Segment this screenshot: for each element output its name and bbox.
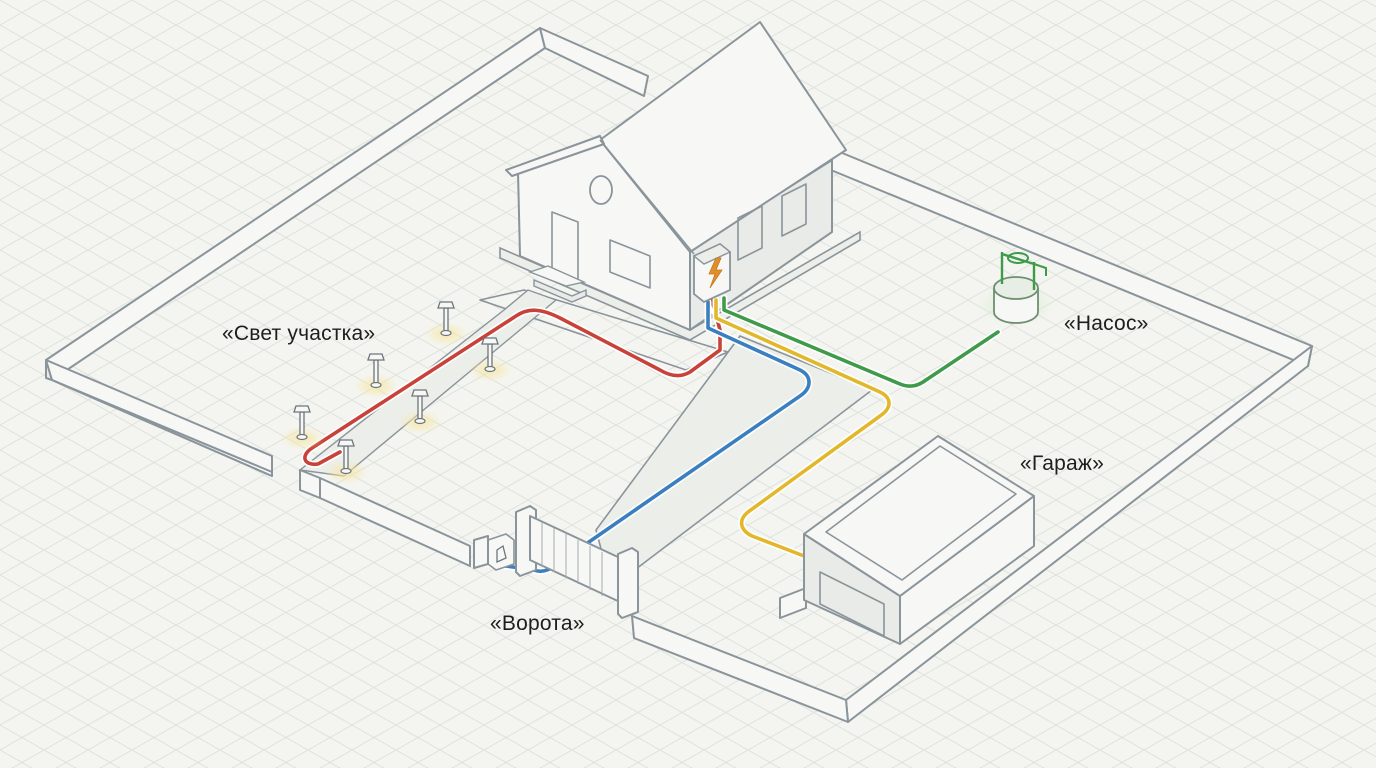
cable-garage xyxy=(714,298,891,558)
fence-left-front xyxy=(45,359,471,567)
label-pump: «Насос» xyxy=(1064,312,1149,335)
label-gate: «Ворота» xyxy=(490,612,585,635)
lightning-bolt-icon xyxy=(708,257,723,289)
fence-right-front xyxy=(631,345,1313,723)
gate xyxy=(473,505,639,619)
label-lighting: «Свет участка» xyxy=(222,322,376,345)
garden-lamp-icon xyxy=(280,405,324,450)
cable-pump xyxy=(722,296,1000,388)
label-garage: «Гараж» xyxy=(1020,452,1105,475)
garage xyxy=(803,435,1035,645)
garden-lamp-icon xyxy=(468,337,512,382)
water-well-icon xyxy=(976,252,1056,326)
garden-lamp-icon xyxy=(424,301,468,346)
garden-lamp-icon xyxy=(398,389,442,434)
garden-lamp-icon xyxy=(324,439,368,484)
cables xyxy=(301,294,1002,575)
electrical-panel xyxy=(692,242,732,304)
cable-lighting xyxy=(303,298,722,467)
garden-lamp-icon xyxy=(354,353,398,398)
cable-gate xyxy=(476,300,811,574)
gate-motor-icon xyxy=(487,533,515,571)
lamps xyxy=(280,301,512,484)
